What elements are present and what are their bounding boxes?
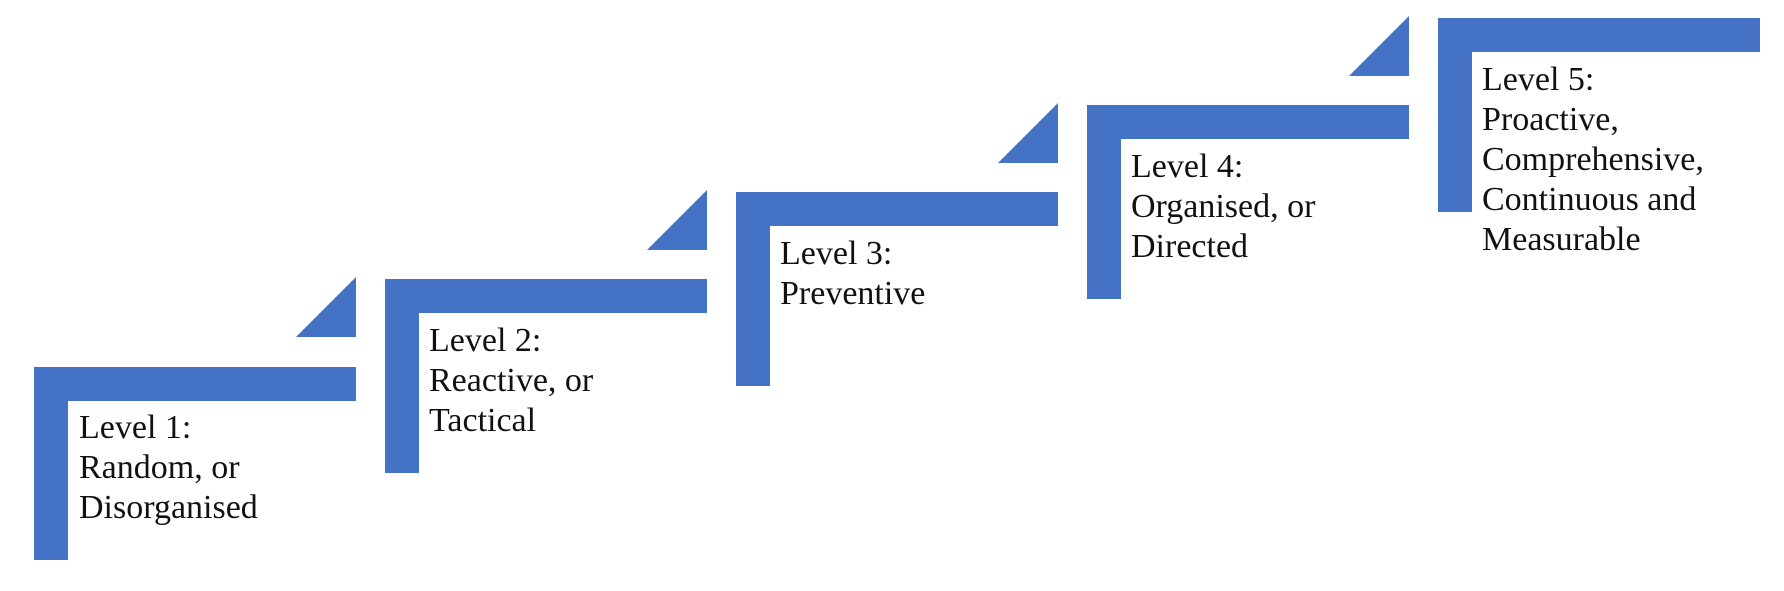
step-5-label-line-4: Continuous and [1482, 181, 1697, 218]
step-4-corner-bar [1087, 105, 1409, 299]
step-5-label-line-2: Proactive, [1482, 101, 1619, 138]
step-2-label-line-1: Level 2: [429, 322, 542, 359]
step-4-label: Level 4: Organised, or Directed [1131, 147, 1315, 267]
step-4-shape [1087, 16, 1409, 299]
step-2-shape [385, 190, 707, 473]
step-1-label-line-3: Disorganised [79, 489, 258, 526]
step-2-arrow-triangle [647, 190, 707, 250]
step-2-label-line-2: Reactive, or [429, 362, 594, 399]
step-1-arrow-triangle [296, 277, 356, 337]
step-5-label: Level 5: Proactive, Comprehensive, Conti… [1482, 60, 1704, 260]
step-2-label: Level 2: Reactive, or Tactical [429, 321, 593, 441]
step-1-label-line-1: Level 1: [79, 409, 192, 446]
step-3-label-line-1: Level 3: [780, 235, 893, 272]
step-1-shape [34, 277, 356, 560]
step-1-corner-bar [34, 367, 356, 560]
step-2-label-line-3: Tactical [429, 402, 537, 439]
step-5-label-line-5: Measurable [1482, 221, 1641, 258]
step-4-label-line-3: Directed [1131, 228, 1249, 265]
step-3-label-line-2: Preventive [780, 275, 926, 312]
step-1-label-line-2: Random, or [79, 449, 240, 486]
step-3-corner-bar [736, 192, 1058, 386]
step-5-corner-bar [1438, 18, 1760, 212]
step-5-label-line-3: Comprehensive, [1482, 141, 1704, 178]
step-2-corner-bar [385, 279, 707, 473]
step-3-label: Level 3: Preventive [780, 234, 925, 314]
step-5-label-line-1: Level 5: [1482, 61, 1595, 98]
step-3-arrow-triangle [998, 103, 1058, 163]
step-4-arrow-triangle [1349, 16, 1409, 76]
step-4-label-line-2: Organised, or [1131, 188, 1316, 225]
step-4-label-line-1: Level 4: [1131, 148, 1244, 185]
step-1-label: Level 1: Random, or Disorganised [79, 408, 258, 528]
step-3-shape [736, 103, 1058, 386]
step-5-shape [1438, 18, 1760, 212]
